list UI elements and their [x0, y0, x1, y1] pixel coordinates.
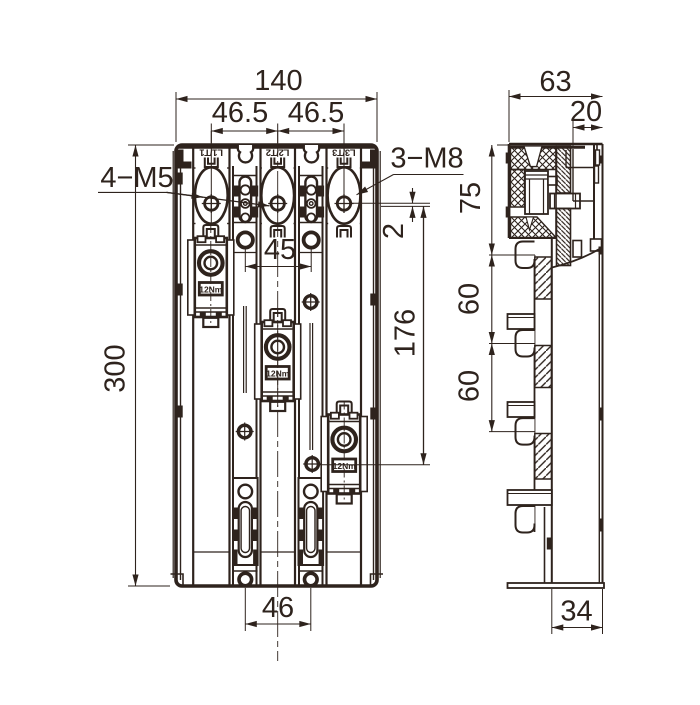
- svg-text:60: 60: [454, 283, 486, 315]
- svg-text:60: 60: [454, 370, 486, 402]
- svg-text:46.5: 46.5: [288, 97, 344, 129]
- svg-text:176: 176: [390, 309, 422, 357]
- svg-text:45: 45: [264, 234, 296, 266]
- svg-text:300: 300: [100, 344, 132, 392]
- svg-text:63: 63: [539, 66, 571, 98]
- svg-text:34: 34: [560, 596, 592, 628]
- svg-text:46: 46: [262, 592, 294, 624]
- svg-text:20: 20: [570, 96, 602, 128]
- svg-text:4−M5: 4−M5: [100, 162, 173, 194]
- svg-text:46.5: 46.5: [212, 97, 268, 129]
- svg-text:140: 140: [254, 65, 302, 97]
- svg-text:3−M8: 3−M8: [390, 143, 463, 175]
- svg-text:75: 75: [455, 182, 487, 214]
- svg-text:L1/T1: L1/T1: [199, 146, 223, 157]
- svg-text:12Nm: 12Nm: [199, 285, 223, 295]
- svg-text:12Nm: 12Nm: [333, 461, 357, 471]
- svg-text:2: 2: [378, 223, 410, 239]
